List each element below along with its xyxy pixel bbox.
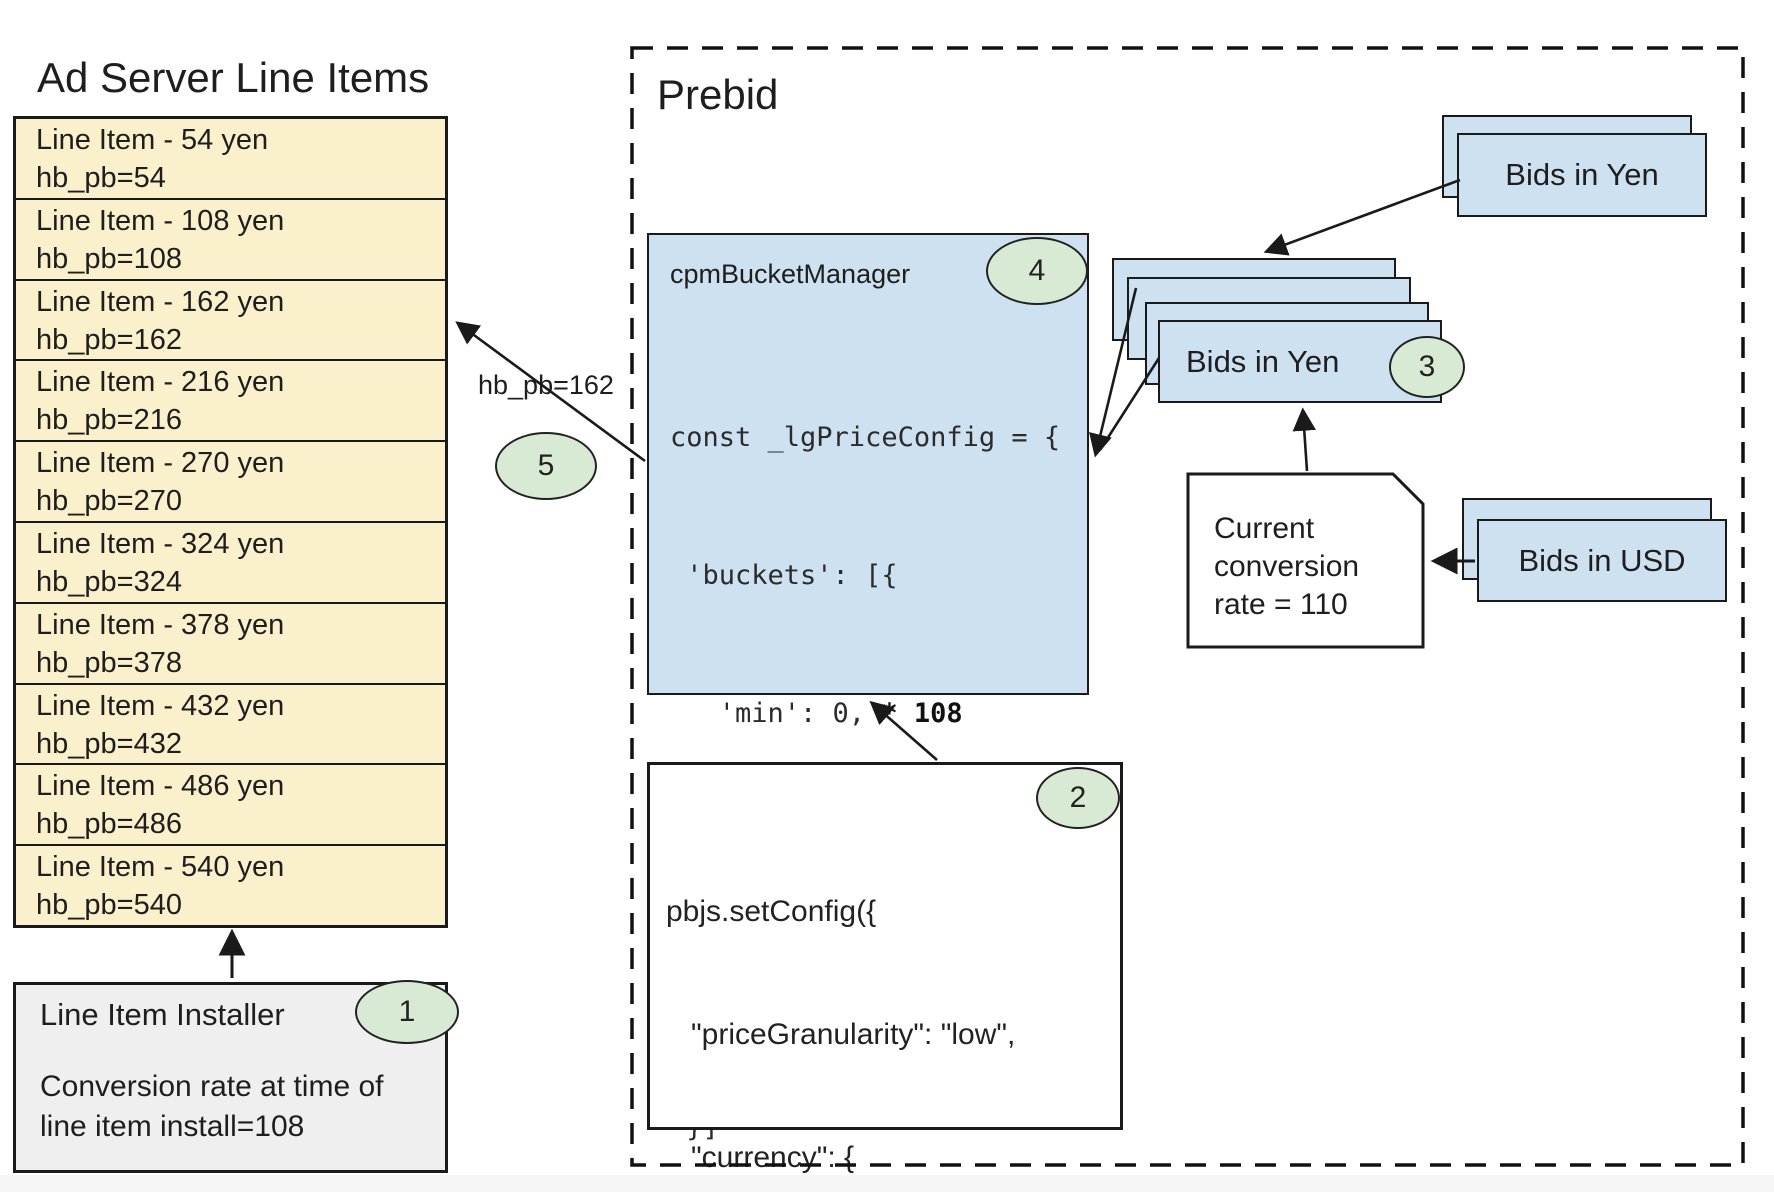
bids-in-usd-label: Bids in USD (1518, 542, 1686, 578)
line-item-target: hb_pb=270 (36, 485, 182, 518)
hb-pb-arrow-label: hb_pb=162 (478, 370, 614, 400)
line-item-target: hb_pb=432 (36, 727, 182, 760)
bids-in-usd-card: Bids in USD (1477, 519, 1727, 602)
step-badge-2: 2 (1036, 767, 1120, 829)
line-item-name: Line Item - 108 yen (36, 204, 285, 237)
line-items-table: Line Item - 54 yen hb_pb=54 Line Item - … (13, 116, 448, 928)
ad-server-title: Ad Server Line Items (37, 54, 430, 101)
line-item-row: Line Item - 216 yen hb_pb=216 (16, 361, 445, 443)
pbjs-code-block: pbjs.setConfig({ "priceGranularity": "lo… (666, 809, 1082, 1192)
line-item-row: Line Item - 270 yen hb_pb=270 (16, 442, 445, 523)
line-item-row: Line Item - 162 yen hb_pb=162 (16, 281, 445, 362)
step-badge-3: 3 (1389, 336, 1465, 398)
line-item-name: Line Item - 324 yen (36, 527, 285, 560)
line-item-row: Line Item - 378 yen hb_pb=378 (16, 604, 445, 685)
line-item-name: Line Item - 54 yen (36, 124, 269, 156)
line-item-target: hb_pb=108 (36, 242, 182, 275)
line-item-target: hb_pb=216 (36, 404, 182, 437)
line-item-target: hb_pb=324 (36, 565, 182, 598)
note-line: rate = 110 (1214, 588, 1348, 621)
line-item-name: Line Item - 216 yen (36, 366, 285, 399)
note-line: conversion (1214, 550, 1360, 583)
installer-note-line2: line item install=108 (40, 1110, 305, 1143)
line-item-target: hb_pb=486 (36, 808, 182, 841)
line-item-target: hb_pb=540 (36, 889, 182, 922)
code-line: "currency": { (666, 1141, 855, 1174)
line-item-row: Line Item - 54 yen hb_pb=54 (16, 119, 445, 200)
conversion-note-text: Current conversion rate = 110 (1214, 510, 1359, 624)
line-item-target: hb_pb=54 (36, 162, 166, 194)
line-item-name: Line Item - 378 yen (36, 608, 285, 641)
bids-in-yen-incoming-card: Bids in Yen (1457, 133, 1707, 217)
arrow-incoming-to-converted-stack (1263, 178, 1461, 256)
line-item-name: Line Item - 432 yen (36, 689, 285, 722)
installer-note-line1: Conversion rate at time of (40, 1070, 384, 1103)
line-item-row: Line Item - 432 yen hb_pb=432 (16, 685, 445, 766)
line-item-name: Line Item - 270 yen (36, 447, 285, 480)
bids-in-yen-incoming-label: Bids in Yen (1505, 157, 1659, 192)
code-line: "priceGranularity": "low", (666, 1018, 1016, 1051)
code-line: 'buckets': [{ (670, 560, 898, 591)
line-item-row: Line Item - 108 yen hb_pb=108 (16, 200, 445, 281)
code-line: const _lgPriceConfig = { (670, 422, 1061, 453)
step-badge-4: 4 (986, 237, 1088, 305)
line-item-row: Line Item - 540 yen hb_pb=540 (16, 846, 445, 925)
arrow-note-to-yen-stack (1292, 407, 1316, 472)
note-line: Current (1214, 512, 1315, 545)
line-item-name: Line Item - 162 yen (36, 285, 285, 318)
line-item-row: Line Item - 324 yen hb_pb=324 (16, 523, 445, 604)
cpm-box-title: cpmBucketManager (670, 259, 911, 289)
step-badge-5: 5 (495, 432, 597, 500)
code-line: 'min': 0, * 108 (670, 698, 963, 729)
installer-title: Line Item Installer (40, 997, 285, 1032)
line-item-target: hb_pb=162 (36, 323, 182, 356)
prebid-label: Prebid (657, 71, 779, 118)
step-badge-1: 1 (355, 980, 459, 1044)
page-bottom-edge (0, 1175, 1774, 1192)
line-item-target: hb_pb=378 (36, 646, 182, 679)
code-line: pbjs.setConfig({ (666, 895, 877, 928)
line-item-name: Line Item - 540 yen (36, 851, 285, 884)
line-item-name: Line Item - 486 yen (36, 770, 285, 803)
line-item-row: Line Item - 486 yen hb_pb=486 (16, 765, 445, 847)
